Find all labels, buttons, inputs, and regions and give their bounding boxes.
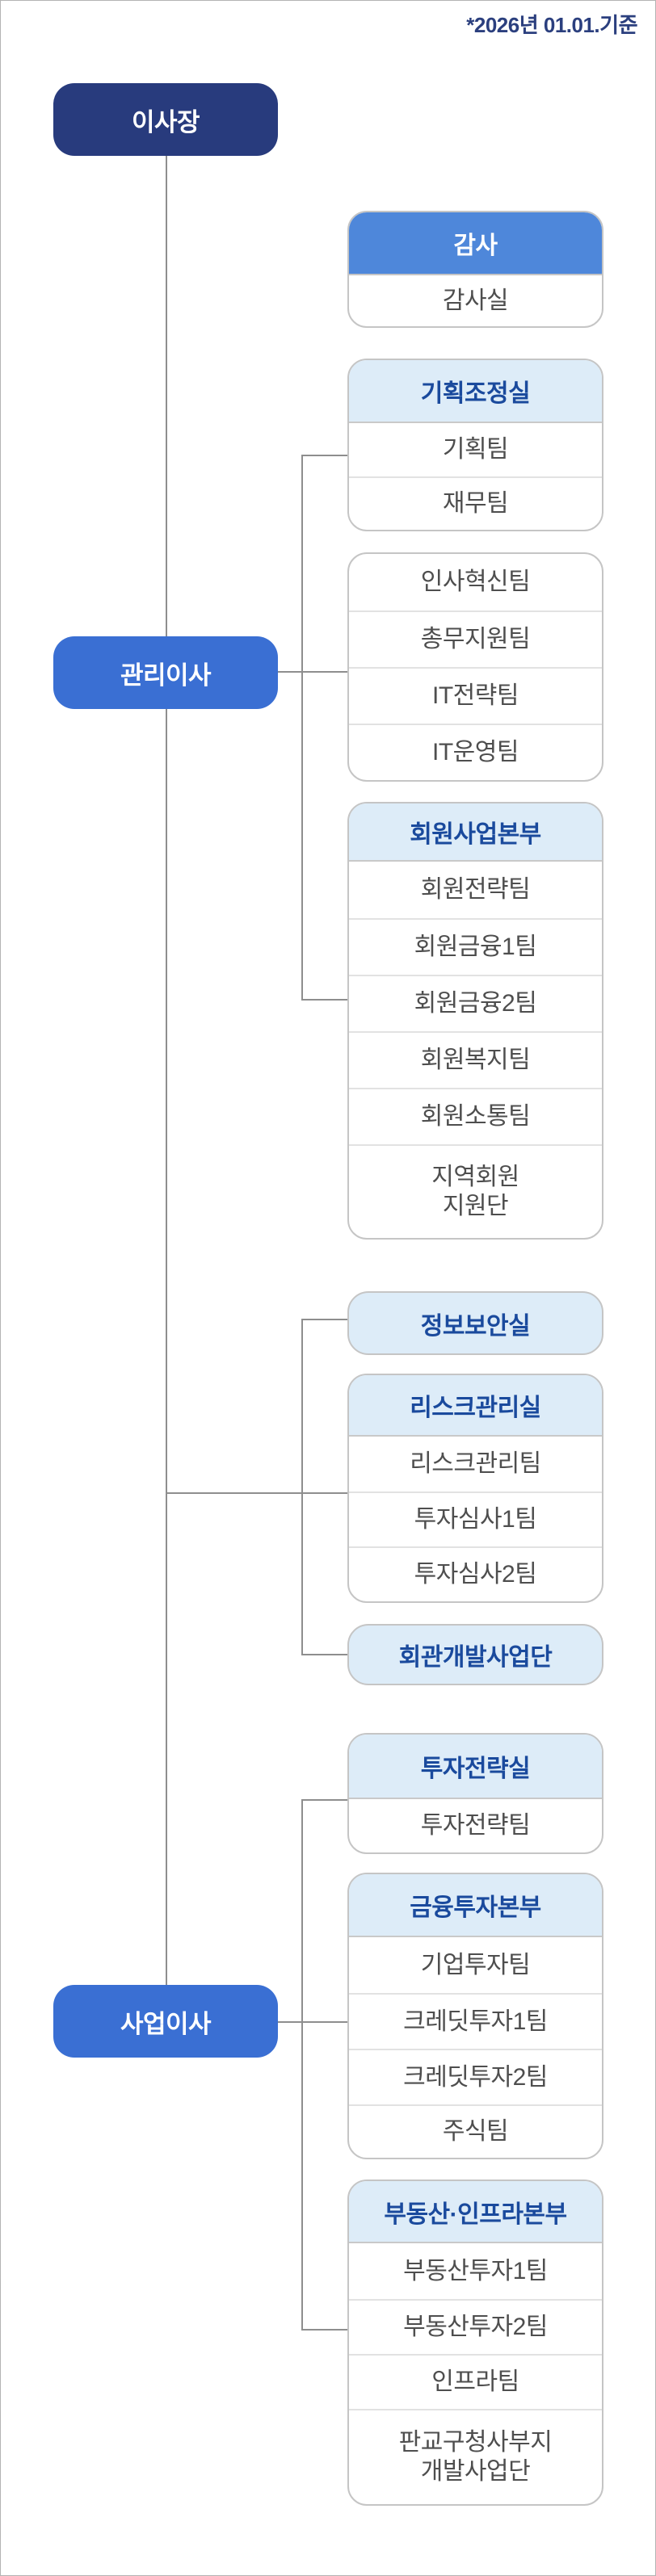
financial-investment-group: 금융투자본부 기업투자팀 크레딧투자1팀 크레딧투자2팀 주식팀 <box>347 1873 603 2159</box>
infosec-office-box: 정보보안실 <box>347 1291 603 1355</box>
finance-team-row: 재무팀 <box>349 476 602 530</box>
audit-header: 감사 <box>349 212 602 275</box>
connector-managing-branch <box>278 671 347 673</box>
risk-management-header: 리스크관리실 <box>349 1375 602 1437</box>
connector-invest-strategy-stub <box>301 1799 347 1801</box>
hr-innovation-team-row: 인사혁신팀 <box>420 568 531 595</box>
connector-direct-branch <box>166 1492 347 1494</box>
business-director-box: 사업이사 <box>53 1985 278 2058</box>
connector-direct-trunk <box>301 1319 303 1655</box>
membership-division-header: 회원사업본부 <box>349 803 602 862</box>
realestate-infra-group: 부동산·인프라본부 부동산투자1팀 부동산투자2팀 인프라팀 판교구청사부지 개… <box>347 2180 603 2506</box>
regional-member-support-row: 지역회원 지원단 <box>349 1144 602 1238</box>
admin-teams-group: 인사혁신팀 총무지원팀 IT전략팀 IT운영팀 <box>347 552 603 782</box>
credit-investment1-team-row: 크레딧투자1팀 <box>349 1993 602 2049</box>
risk-management-group: 리스크관리실 리스크관리팀 투자심사1팀 투자심사2팀 <box>347 1374 603 1603</box>
connector-spine <box>166 156 167 1985</box>
planning-office-group: 기획조정실 기획팀 재무팀 <box>347 359 603 531</box>
infra-team-row: 인프라팀 <box>349 2354 602 2409</box>
connector-realestate-stub <box>301 2329 347 2331</box>
membership-division-group: 회원사업본부 회원전략팀 회원금융1팀 회원금융2팀 회원복지팀 회원소통팀 지… <box>347 802 603 1240</box>
investment-review1-team-row: 투자심사1팀 <box>349 1491 602 1546</box>
connector-business-branch <box>278 2021 347 2023</box>
member-welfare-team-row: 회원복지팀 <box>349 1031 602 1088</box>
date-note: *2026년 01.01.기준 <box>466 13 637 37</box>
it-strategy-team-row: IT전략팀 <box>349 667 602 724</box>
hall-development-box: 회관개발사업단 <box>347 1624 603 1685</box>
investment-strategy-team-row: 투자전략팀 <box>420 1812 531 1839</box>
audit-group: 감사 감사실 <box>347 211 603 328</box>
realestate-infra-header: 부동산·인프라본부 <box>349 2181 602 2243</box>
connector-infosec-stub <box>301 1319 347 1320</box>
realestate-investment2-team-row: 부동산투자2팀 <box>349 2299 602 2354</box>
member-strategy-team-row: 회원전략팀 <box>420 876 531 903</box>
planning-office-header: 기획조정실 <box>349 360 602 423</box>
member-finance1-team-row: 회원금융1팀 <box>349 918 602 975</box>
managing-director-box: 관리이사 <box>53 636 278 709</box>
planning-team-row: 기획팀 <box>442 436 509 463</box>
investment-strategy-group: 투자전략실 투자전략팀 <box>347 1733 603 1854</box>
general-affairs-team-row: 총무지원팀 <box>349 610 602 667</box>
connector-membership-stub <box>301 999 347 1001</box>
equity-team-row: 주식팀 <box>349 2104 602 2158</box>
it-operations-team-row: IT운영팀 <box>349 724 602 780</box>
realestate-investment1-team-row: 부동산투자1팀 <box>403 2257 548 2284</box>
audit-office-row: 감사실 <box>442 287 509 314</box>
risk-management-team-row: 리스크관리팀 <box>410 1450 541 1477</box>
investment-strategy-header: 투자전략실 <box>349 1735 602 1799</box>
connector-planning-stub <box>301 455 347 456</box>
credit-investment2-team-row: 크레딧투자2팀 <box>349 2049 602 2104</box>
pangyo-site-development-row: 판교구청사부지 개발사업단 <box>349 2409 602 2504</box>
chairman-box: 이사장 <box>53 83 278 156</box>
member-communication-team-row: 회원소통팀 <box>349 1088 602 1144</box>
corporate-investment-team-row: 기업투자팀 <box>420 1951 531 1978</box>
connector-business-trunk <box>301 1799 303 2331</box>
member-finance2-team-row: 회원금융2팀 <box>349 975 602 1031</box>
financial-investment-header: 금융투자본부 <box>349 1874 602 1937</box>
investment-review2-team-row: 투자심사2팀 <box>349 1546 602 1601</box>
connector-managing-trunk <box>301 455 303 1001</box>
connector-halldev-stub <box>301 1654 347 1655</box>
